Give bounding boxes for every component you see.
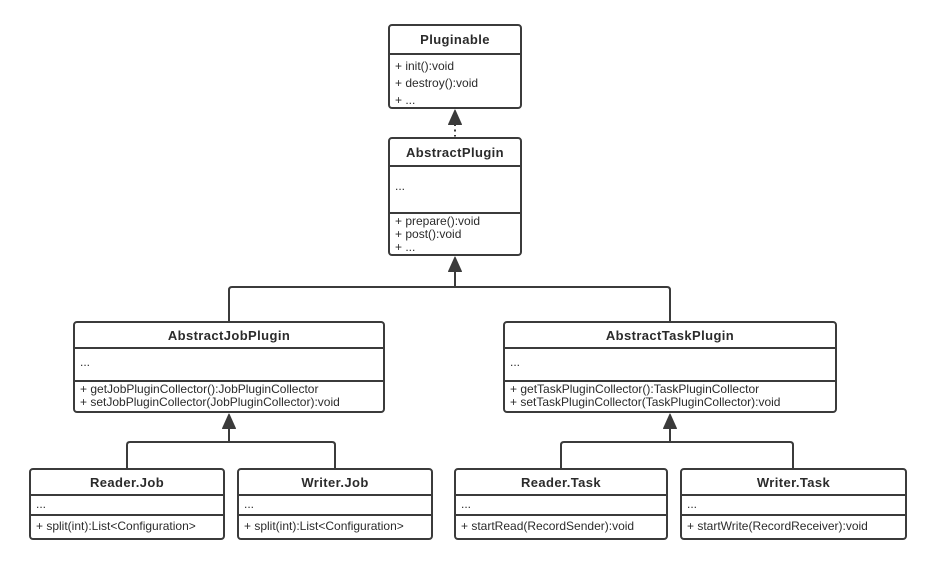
- class-method: + prepare():void: [395, 214, 481, 228]
- class-field: ...: [244, 497, 255, 511]
- class-method: + post():void: [395, 227, 462, 241]
- class-method: + startRead(RecordSender):void: [461, 519, 635, 533]
- class-method: + init():void: [395, 59, 455, 73]
- class-title: Reader.Task: [456, 470, 666, 496]
- fields-compartment: ...: [75, 349, 383, 382]
- class-title: Writer.Job: [239, 470, 431, 496]
- class-box-abstract-task-plugin: AbstractTaskPlugin ... + getTaskPluginCo…: [503, 321, 837, 413]
- class-title: Writer.Task: [682, 470, 905, 496]
- class-box-pluginable: Pluginable + init():void + destroy():voi…: [388, 24, 522, 109]
- methods-compartment: + startWrite(RecordReceiver):void: [682, 516, 905, 533]
- fields-compartment: ...: [682, 496, 905, 516]
- class-field: ...: [687, 497, 698, 511]
- fields-compartment: ...: [390, 167, 520, 214]
- class-method: + split(int):List<Configuration>: [36, 519, 196, 533]
- class-field: ...: [80, 355, 91, 369]
- class-method: + ...: [395, 240, 416, 254]
- class-title: AbstractJobPlugin: [75, 323, 383, 349]
- class-box-abstract-job-plugin: AbstractJobPlugin ... + getJobPluginColl…: [73, 321, 385, 413]
- generalization-connector-job-tier: [126, 413, 336, 468]
- fields-compartment: ...: [505, 349, 835, 382]
- methods-compartment: + split(int):List<Configuration>: [239, 516, 431, 533]
- methods-compartment: + getTaskPluginCollector():TaskPluginCol…: [505, 382, 835, 409]
- class-method: + setJobPluginCollector(JobPluginCollect…: [80, 395, 340, 409]
- class-field: ...: [510, 355, 521, 369]
- class-field: ...: [36, 497, 47, 511]
- generalization-connector-middle-tier: [228, 256, 671, 321]
- class-method: + destroy():void: [395, 76, 479, 90]
- class-box-writer-task: Writer.Task ... + startWrite(RecordRecei…: [680, 468, 907, 540]
- class-method: + setTaskPluginCollector(TaskPluginColle…: [510, 395, 781, 409]
- methods-compartment: + startRead(RecordSender):void: [456, 516, 666, 533]
- fields-compartment: ...: [456, 496, 666, 516]
- generalization-connector-task-tier: [560, 413, 794, 468]
- class-method: + getTaskPluginCollector():TaskPluginCol…: [510, 382, 760, 396]
- class-title: Pluginable: [390, 26, 520, 55]
- class-title: AbstractTaskPlugin: [505, 323, 835, 349]
- class-box-abstract-plugin: AbstractPlugin ... + prepare():void + po…: [388, 137, 522, 256]
- generalization-arrowhead-icon: [448, 256, 462, 272]
- class-method: + startWrite(RecordReceiver):void: [687, 519, 868, 533]
- methods-compartment: + split(int):List<Configuration>: [31, 516, 223, 533]
- generalization-arrowhead-icon: [222, 413, 236, 429]
- generalization-connector-abstractplugin-pluginable: [448, 109, 462, 137]
- methods-compartment: + init():void + destroy():void + ...: [390, 55, 520, 109]
- class-method: + getJobPluginCollector():JobPluginColle…: [80, 382, 319, 396]
- class-title: AbstractPlugin: [390, 139, 520, 167]
- class-box-reader-job: Reader.Job ... + split(int):List<Configu…: [29, 468, 225, 540]
- class-box-reader-task: Reader.Task ... + startRead(RecordSender…: [454, 468, 668, 540]
- class-box-writer-job: Writer.Job ... + split(int):List<Configu…: [237, 468, 433, 540]
- generalization-arrowhead-icon: [448, 109, 462, 125]
- generalization-arrowhead-icon: [663, 413, 677, 429]
- fields-compartment: ...: [239, 496, 431, 516]
- class-field: ...: [395, 179, 406, 193]
- methods-compartment: + getJobPluginCollector():JobPluginColle…: [75, 382, 383, 409]
- class-field: ...: [461, 497, 472, 511]
- methods-compartment: + prepare():void + post():void + ...: [390, 214, 520, 254]
- class-method: + ...: [395, 93, 416, 107]
- class-method: + split(int):List<Configuration>: [244, 519, 404, 533]
- class-title: Reader.Job: [31, 470, 223, 496]
- fields-compartment: ...: [31, 496, 223, 516]
